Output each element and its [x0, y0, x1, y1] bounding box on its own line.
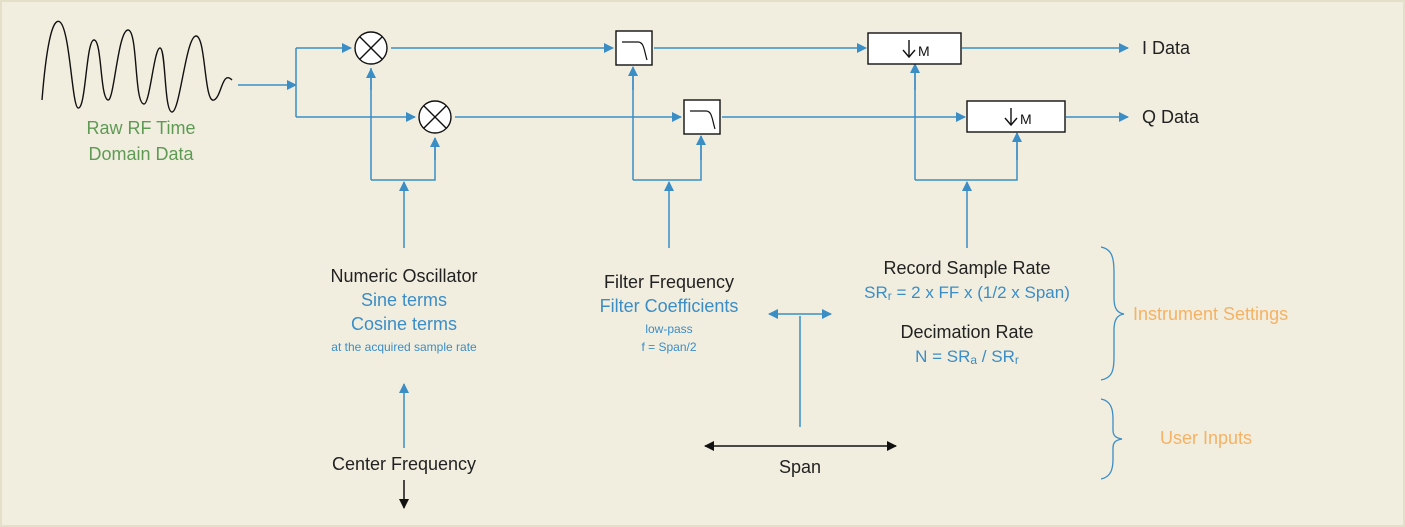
rf-waveform: [41, 20, 233, 113]
instrument-settings-bracket: [1100, 246, 1125, 381]
lowpass-filter-i: [615, 30, 653, 66]
input-label-line1: Raw RF Time: [86, 118, 195, 138]
oscillator-cosine: Cosine terms: [351, 314, 457, 334]
decimation-formula: N = SRa / SRr: [915, 347, 1019, 367]
mixer-i: [354, 31, 388, 65]
decimator-i-label: M: [918, 43, 930, 59]
output-i-label: I Data: [1142, 38, 1191, 58]
filter-title: Filter Frequency: [604, 272, 734, 292]
signal-lines: [238, 43, 1129, 448]
output-q-label: Q Data: [1142, 107, 1200, 127]
user-inputs-bracket: [1100, 398, 1123, 480]
lowpass-filter-q: [683, 99, 721, 135]
filter-formula: f = Span/2: [641, 340, 696, 354]
oscillator-title: Numeric Oscillator: [330, 266, 477, 286]
center-frequency-label: Center Frequency: [332, 454, 476, 474]
filter-coefficients: Filter Coefficients: [600, 296, 739, 316]
instrument-settings-label: Instrument Settings: [1133, 304, 1288, 324]
decimator-q-label: M: [1020, 111, 1032, 127]
oscillator-note: at the acquired sample rate: [331, 340, 477, 354]
user-inputs-label: User Inputs: [1160, 428, 1252, 448]
decimation-title: Decimation Rate: [900, 322, 1033, 342]
mixer-q: [418, 100, 452, 134]
filter-type: low-pass: [645, 322, 692, 336]
record-formula: SRr = 2 x FF x (1/2 x Span): [864, 283, 1070, 303]
black-arrows: [399, 441, 897, 509]
record-title: Record Sample Rate: [883, 258, 1050, 278]
decimator-q: M: [966, 100, 1066, 133]
oscillator-sine: Sine terms: [361, 290, 447, 310]
input-label-line2: Domain Data: [88, 144, 194, 164]
decimator-i: M: [867, 32, 962, 65]
span-label: Span: [779, 457, 821, 477]
